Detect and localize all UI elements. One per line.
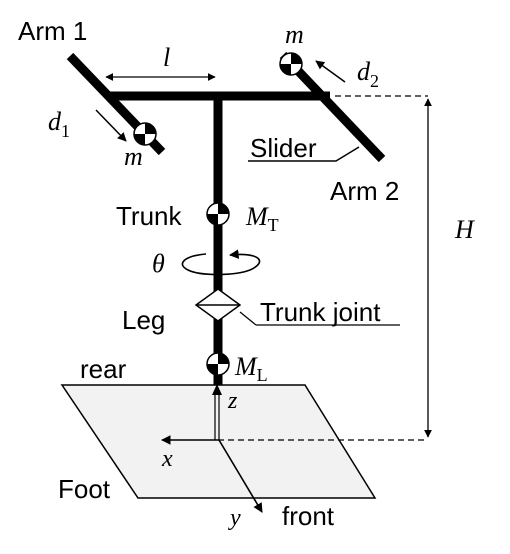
d2-arrow: [315, 60, 346, 83]
theta-symbol: θ: [152, 249, 165, 278]
rear-label: rear: [80, 354, 127, 384]
com-mass-right-icon: [279, 52, 303, 76]
d1-symbol: d1: [48, 107, 70, 141]
com-mass-left-icon: [133, 122, 157, 146]
com-trunk-icon: [206, 202, 230, 226]
y-symbol: y: [228, 505, 241, 531]
arm-2-bar: [279, 51, 386, 163]
arm-1-label: Arm 1: [18, 16, 87, 46]
slider-label: Slider: [250, 133, 317, 163]
z-axis-arrowhead: [212, 384, 222, 395]
com-leg-icon: [206, 352, 230, 376]
front-label: front: [282, 501, 335, 531]
mass-right-symbol: m: [285, 20, 304, 49]
ml-symbol: ML: [234, 352, 268, 385]
x-symbol: x: [161, 446, 173, 472]
trunk-label: Trunk: [116, 201, 182, 231]
trunk-joint-leader: [239, 311, 257, 326]
d1-arrow: [95, 109, 127, 142]
h-symbol: H: [454, 215, 475, 244]
foot-plate: [60, 384, 377, 499]
l-symbol: l: [163, 43, 170, 72]
foot-label: Foot: [58, 474, 111, 504]
mt-symbol: MT: [245, 202, 279, 235]
y-axis: [218, 439, 263, 513]
mass-left-symbol: m: [124, 142, 143, 171]
theta-rotation-arrow: [181, 249, 261, 276]
z-symbol: z: [227, 388, 238, 414]
d2-symbol: d2: [357, 57, 379, 91]
trunk-joint-label: Trunk joint: [260, 297, 381, 327]
leg-label: Leg: [122, 305, 165, 335]
arm-2-label: Arm 2: [330, 176, 399, 206]
slider-leader-line: [248, 146, 360, 162]
